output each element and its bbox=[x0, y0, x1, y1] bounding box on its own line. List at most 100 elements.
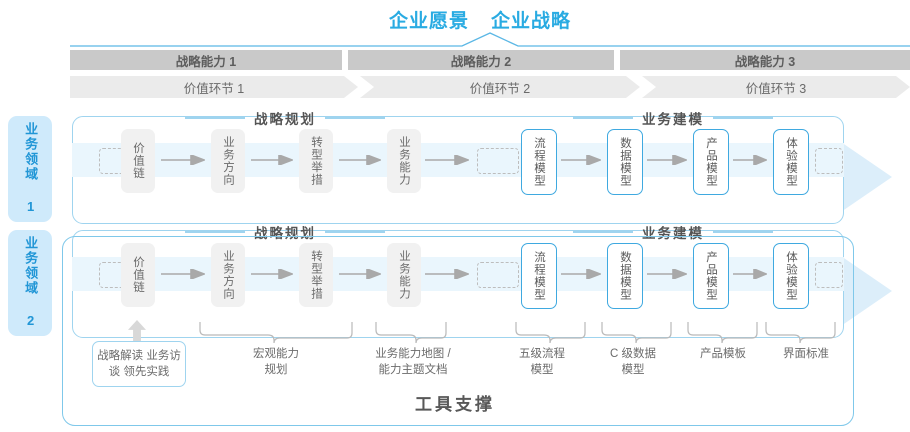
domain-row-2: 战略规划 业务建模 价值链 业务方向 转型举措 业务能力 流程模型 数据模型 bbox=[72, 226, 844, 338]
connector-arrow bbox=[339, 155, 381, 165]
node-label: 产品模型 bbox=[705, 137, 717, 187]
section-title-planning-1: 战略规划 bbox=[254, 112, 316, 127]
section-caption-modeling-row-1: 业务建模 bbox=[573, 108, 773, 128]
node-label: 业务能力 bbox=[398, 250, 410, 300]
connector-arrow bbox=[647, 155, 687, 165]
tool-label-data-model: C 级数据 模型 bbox=[610, 348, 656, 376]
placeholder-box-right-row-2 bbox=[815, 262, 843, 288]
caption-rule-right bbox=[325, 117, 385, 119]
enterprise-strategy-title: 企业战略 bbox=[491, 10, 572, 32]
node-label: 业务能力 bbox=[398, 136, 410, 186]
connector-arrow bbox=[733, 269, 767, 279]
node-modeling-1-row-2[interactable]: 流程模型 bbox=[521, 243, 557, 309]
caption-rule-left bbox=[185, 117, 245, 119]
connector-arrow bbox=[561, 155, 601, 165]
value-chain-segment-3[interactable]: 价值环节 3 bbox=[642, 76, 910, 98]
value-chain-row: 价值环节 1 价值环节 2 价值环节 3 bbox=[70, 76, 910, 98]
tool-support-title: 工具支撑 bbox=[415, 395, 495, 414]
domain-label-1: 业务领域 1 bbox=[23, 122, 39, 216]
node-label: 流程模型 bbox=[533, 137, 545, 187]
section-caption-planning-row-1: 战略规划 bbox=[185, 108, 385, 128]
value-chain-label-2: 价值环节 2 bbox=[469, 81, 531, 96]
node-planning-3-row-2[interactable]: 转型举措 bbox=[299, 243, 333, 307]
sidebar-item-domain-1[interactable]: 业务领域 1 bbox=[8, 116, 52, 222]
tool-label-ui-standard: 界面标准 bbox=[783, 348, 829, 360]
node-label: 体验模型 bbox=[785, 251, 797, 301]
enterprise-vision-title: 企业愿景 bbox=[388, 10, 469, 32]
node-planning-4-row-2[interactable]: 业务能力 bbox=[387, 243, 421, 307]
node-label: 产品模型 bbox=[705, 251, 717, 301]
connector-arrow bbox=[561, 269, 601, 279]
node-modeling-1-row-1[interactable]: 流程模型 bbox=[521, 129, 557, 195]
connector-arrow bbox=[425, 269, 469, 279]
bracket-macro-capability bbox=[199, 322, 353, 344]
connector-arrow bbox=[647, 269, 687, 279]
node-planning-4-row-1[interactable]: 业务能力 bbox=[387, 129, 421, 193]
node-label: 数据模型 bbox=[619, 137, 631, 187]
caption-rule-left bbox=[185, 231, 245, 233]
bracket-process-model bbox=[515, 322, 586, 344]
node-planning-2-row-2[interactable]: 业务方向 bbox=[211, 243, 245, 307]
capability-label-2: 战略能力 2 bbox=[450, 54, 512, 69]
capability-bar-3[interactable]: 战略能力 3 bbox=[620, 50, 910, 70]
node-planning-2-row-1[interactable]: 业务方向 bbox=[211, 129, 245, 193]
section-title-planning-2: 战略规划 bbox=[254, 226, 316, 241]
tool-label-macro-capability: 宏观能力 规划 bbox=[253, 348, 299, 376]
tool-note-strategy-interpretation[interactable]: 战略解读 业务访谈 领先实践 bbox=[92, 341, 186, 387]
bracket-ui-standard bbox=[765, 322, 836, 344]
placeholder-box-right-row-1 bbox=[815, 148, 843, 174]
connector-arrow bbox=[339, 269, 381, 279]
placeholder-box-mid-row-1 bbox=[477, 148, 519, 174]
connector-arrow bbox=[161, 155, 205, 165]
caption-rule-right bbox=[713, 231, 773, 233]
section-caption-modeling-row-2: 业务建模 bbox=[573, 222, 773, 242]
node-label: 体验模型 bbox=[785, 137, 797, 187]
node-planning-1-row-1[interactable]: 价值链 bbox=[121, 129, 155, 193]
caption-rule-right bbox=[325, 231, 385, 233]
value-chain-label-3: 价值环节 3 bbox=[745, 81, 807, 96]
node-planning-1-row-2[interactable]: 价值链 bbox=[121, 243, 155, 307]
bracket-data-model bbox=[601, 322, 672, 344]
tool-label-capability-map: 业务能力地图 / 能力主题文档 bbox=[375, 348, 451, 376]
value-chain-segment-2[interactable]: 价值环节 2 bbox=[360, 76, 640, 98]
strategic-capability-row: 战略能力 1 战略能力 2 战略能力 3 bbox=[70, 50, 910, 70]
connector-arrow bbox=[251, 155, 293, 165]
node-modeling-2-row-2[interactable]: 数据模型 bbox=[607, 243, 643, 309]
caption-rule-left bbox=[573, 231, 633, 233]
node-label: 转型举措 bbox=[310, 250, 322, 300]
peak-connector-line bbox=[70, 32, 910, 47]
node-label: 数据模型 bbox=[619, 251, 631, 301]
section-title-modeling-1: 业务建模 bbox=[642, 112, 704, 127]
capability-label-3: 战略能力 3 bbox=[734, 54, 796, 69]
node-modeling-3-row-2[interactable]: 产品模型 bbox=[693, 243, 729, 309]
tool-label-product-template: 产品模板 bbox=[700, 348, 746, 360]
node-modeling-4-row-2[interactable]: 体验模型 bbox=[773, 243, 809, 309]
node-modeling-3-row-1[interactable]: 产品模型 bbox=[693, 129, 729, 195]
capability-bar-2[interactable]: 战略能力 2 bbox=[348, 50, 614, 70]
node-label: 流程模型 bbox=[533, 251, 545, 301]
value-chain-segment-1[interactable]: 价值环节 1 bbox=[70, 76, 358, 98]
node-label: 转型举措 bbox=[310, 136, 322, 186]
node-modeling-4-row-1[interactable]: 体验模型 bbox=[773, 129, 809, 195]
tool-label-process-model: 五级流程 模型 bbox=[519, 348, 565, 376]
value-chain-label-1: 价值环节 1 bbox=[183, 81, 245, 96]
sidebar-item-domain-2[interactable]: 业务领域 2 bbox=[8, 230, 52, 336]
bracket-product-template bbox=[687, 322, 758, 344]
connector-arrow bbox=[161, 269, 205, 279]
node-modeling-2-row-1[interactable]: 数据模型 bbox=[607, 129, 643, 195]
node-label: 业务方向 bbox=[222, 250, 234, 300]
domain-row-1: 战略规划 业务建模 价值链 业务方向 转型举措 业务能力 流程模型 bbox=[72, 112, 844, 224]
section-title-modeling-2: 业务建模 bbox=[642, 226, 704, 241]
top-titles: 企业愿景 企业战略 bbox=[330, 6, 630, 32]
connector-arrow bbox=[733, 155, 767, 165]
capability-label-1: 战略能力 1 bbox=[175, 54, 237, 69]
caption-rule-right bbox=[713, 117, 773, 119]
node-label: 价值链 bbox=[132, 256, 144, 294]
bracket-capability-map bbox=[375, 322, 447, 344]
node-planning-3-row-1[interactable]: 转型举措 bbox=[299, 129, 333, 193]
section-caption-planning-row-2: 战略规划 bbox=[185, 222, 385, 242]
connector-arrow bbox=[425, 155, 469, 165]
node-label: 价值链 bbox=[132, 142, 144, 180]
capability-bar-1[interactable]: 战略能力 1 bbox=[70, 50, 342, 70]
